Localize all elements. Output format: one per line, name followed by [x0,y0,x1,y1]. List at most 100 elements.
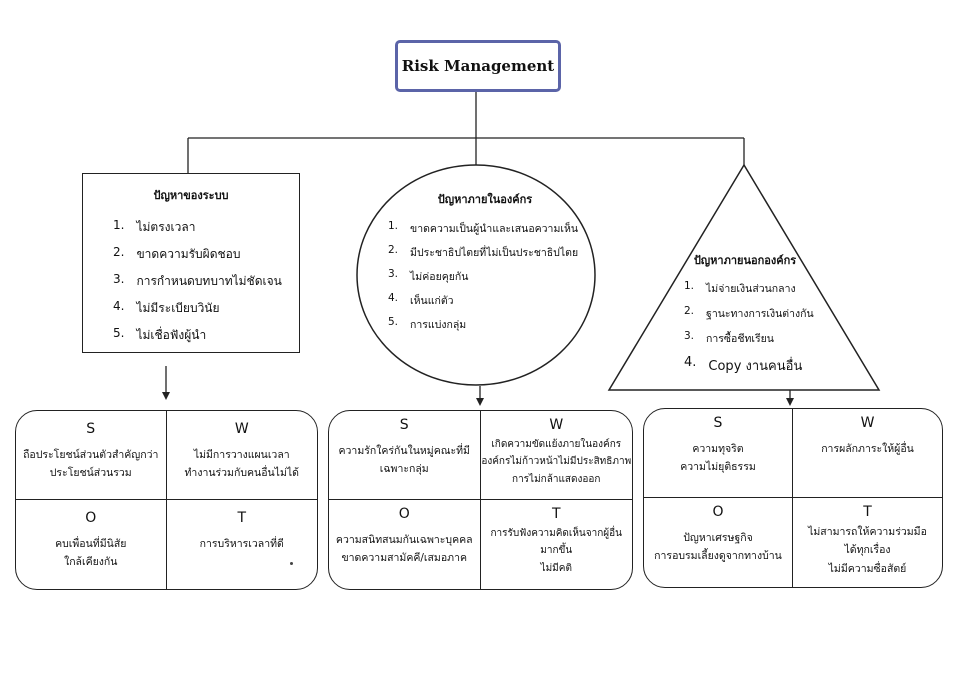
swot-letter: W [234,421,249,437]
item-number: 4. [388,292,399,304]
swot-opportunities: O คบเพื่อนที่มีนิสัย ใกล้เคียงกัน [16,500,167,589]
internal-problems-circle [356,164,596,386]
external-problems-heading: ปัญหาภายนอกองค์กร [693,254,797,267]
swot-text: ไม่มีคติ [540,562,572,574]
item-text: ไม่จ่ายเงินส่วนกลาง [706,283,796,295]
swot-text: ปัญหาเศรษฐกิจ [683,531,753,544]
swot-text: การไม่กล้าแสดงออก [512,473,601,485]
list-item: 3. ไม่ค่อยคุยกัน [388,268,578,285]
item-number: 2. [113,245,125,259]
item-number: 4. [113,299,125,313]
swot-threats: T การบริหารเวลาที่ดี [167,500,318,589]
list-item: 3. การกำหนดบทบาทไม่ชัดเจน [113,272,299,291]
swot-letter: S [399,417,409,433]
swot-letter: T [551,506,561,522]
swot-opportunities: O ปัญหาเศรษฐกิจ การอบรมเลี้ยงดูจากทางบ้า… [644,498,793,587]
swot-text: คบเพื่อนที่มีนิสัย [55,537,127,550]
swot-strengths: S ถือประโยชน์ส่วนตัวสำคัญกว่า ประโยชน์ส่… [16,411,167,500]
list-item: 2. ขาดความรับผิดชอบ [113,245,299,264]
swot-letter: O [398,506,410,522]
swot-letter: W [549,417,564,433]
swot-text: ความรักใคร่กันในหมู่คณะที่มี [338,444,470,457]
item-text: การซื้อชีทเรียน [706,333,774,345]
scan-speck [290,562,293,565]
swot-text: มากขึ้น [540,545,573,557]
swot-letter: S [86,421,96,437]
system-problems-box: ปัญหาของระบบ 1. ไม่ตรงเวลา 2. ขาดความรับผิ… [82,173,300,353]
swot-letter: T [863,504,872,520]
swot-text: ไม่มีความซื่อสัตย์ [828,562,907,575]
item-number: 1. [684,280,695,292]
swot-threats: T ไม่สามารถให้ความร่วมมือ ได้ทุกเรื่อง ไ… [793,498,942,587]
item-number: 2. [388,244,399,256]
swot-letter: T [237,510,247,526]
swot-opportunities: O ความสนิทสนมกันเฉพาะบุคคล ขาดความสามัคค… [329,500,481,589]
swot-box-system: S ถือประโยชน์ส่วนตัวสำคัญกว่า ประโยชน์ส่… [15,410,318,590]
external-problems-list: 1. ไม่จ่ายเงินส่วนกลาง 2. ฐานะทางการเงินต่… [684,280,814,384]
list-item: 4. เห็นแก่ตัว [388,292,578,309]
page-title: Risk Management [401,57,555,75]
swot-text: การบริหารเวลาที่ดี [199,537,284,550]
item-number: 5. [388,316,399,328]
item-text: เห็นแก่ตัว [410,295,454,307]
swot-text: ถือประโยชน์ส่วนตัวสำคัญกว่า [23,448,159,461]
item-number: 1. [388,220,399,232]
item-text: มีประชาธิปไตยที่ไม่เป็นประชาธิปไตย [410,247,579,259]
swot-text: การอบรมเลี้ยงดูจากทางบ้าน [654,550,782,563]
swot-letter: O [712,504,724,520]
swot-text: เกิดความขัดแย้งภายในองค์กร [491,438,622,450]
list-item: 1. ไม่จ่ายเงินส่วนกลาง [684,280,814,297]
swot-strengths: S ความทุจริต ความไม่ยุติธรรม [644,409,793,498]
swot-letter: O [85,510,97,526]
list-item: 5.การแบ่งกลุ่ม [388,316,578,333]
swot-text: ความไม่ยุติธรรม [680,461,756,474]
item-number: 3. [684,330,695,342]
item-text: ไม่ตรงเวลา [136,220,196,234]
swot-strengths: S ความรักใคร่กันในหมู่คณะที่มี เฉพาะกลุ่… [329,411,481,500]
item-text: Copy งานคนอื่น [708,359,803,374]
item-number: 2. [684,305,695,317]
item-text: การกำหนดบทบาทไม่ชัดเจน [136,274,282,288]
list-item: 5. ไม่เชื่อฟังผู้นำ [113,326,299,345]
item-text: ฐานะทางการเงินต่างกัน [706,308,814,320]
swot-letter: W [860,415,875,431]
swot-text: การรับฟังความคิดเห็นจากผู้อื่น [490,527,623,539]
item-text: ขาดความรับผิดชอบ [136,247,241,261]
swot-text: ขาดความสามัคคี/เสมอภาค [341,552,467,565]
item-number: 5. [113,326,125,340]
list-item: 2. ฐานะทางการเงินต่างกัน [684,305,814,322]
swot-weaknesses: W การผลักภาระให้ผู้อื่น [793,409,942,498]
system-problems-list: 1. ไม่ตรงเวลา 2. ขาดความรับผิดชอบ 3. การกำห… [113,218,299,345]
item-number: 1. [113,218,125,232]
list-item: 4. ไม่มีระเบียบวินัย [113,299,299,318]
swot-text: ได้ทุกเรื่อง [844,544,891,557]
swot-text: เฉพาะกลุ่ม [379,463,429,476]
internal-problems-list: 1. ขาดความเป็นผู้นำและเสนอความเห็น 2. มีปร… [388,220,578,340]
swot-box-internal: S ความรักใคร่กันในหมู่คณะที่มี เฉพาะกลุ่… [328,410,633,590]
list-item: 1. ไม่ตรงเวลา [113,218,299,237]
swot-text: ไม่สามารถให้ความร่วมมือ [808,525,927,538]
list-item: 4.Copy งานคนอื่น [684,355,814,376]
swot-weaknesses: W ไม่มีการวางแผนเวลา ทำงานร่วมกับคนอื่นไ… [166,411,317,500]
swot-letter: S [713,415,723,431]
system-problems-heading: ปัญหาของระบบ [153,189,229,202]
external-problems-triangle [607,163,881,391]
list-item: 2. มีประชาธิปไตยที่ไม่เป็นประชาธิปไตย [388,244,578,261]
item-text: ขาดความเป็นผู้นำและเสนอความเห็น [410,223,579,235]
swot-text: ใกล้เคียงกัน [64,556,118,569]
item-number: 3. [388,268,399,280]
list-item: 1. ขาดความเป็นผู้นำและเสนอความเห็น [388,220,578,237]
item-text: ไม่มีระเบียบวินัย [136,301,220,315]
internal-problems-heading: ปัญหาภายในองค์กร [437,193,533,206]
swot-text: องค์กรไม่ก้าวหน้าไม่มีประสิทธิภาพ [481,456,632,468]
swot-text: ไม่มีการวางแผนเวลา [193,448,290,461]
title-box: Risk Management [395,40,561,92]
item-text: ไม่ค่อยคุยกัน [410,271,469,283]
item-number: 3. [113,272,125,286]
swot-threats: T การรับฟังความคิดเห็นจากผู้อื่น มากขึ้น… [481,500,633,589]
swot-text: การผลักภาระให้ผู้อื่น [821,442,914,455]
item-text: ไม่เชื่อฟังผู้นำ [136,328,207,342]
swot-text: ความทุจริต [692,442,744,455]
swot-box-external: S ความทุจริต ความไม่ยุติธรรม W การผลักภา… [643,408,943,588]
